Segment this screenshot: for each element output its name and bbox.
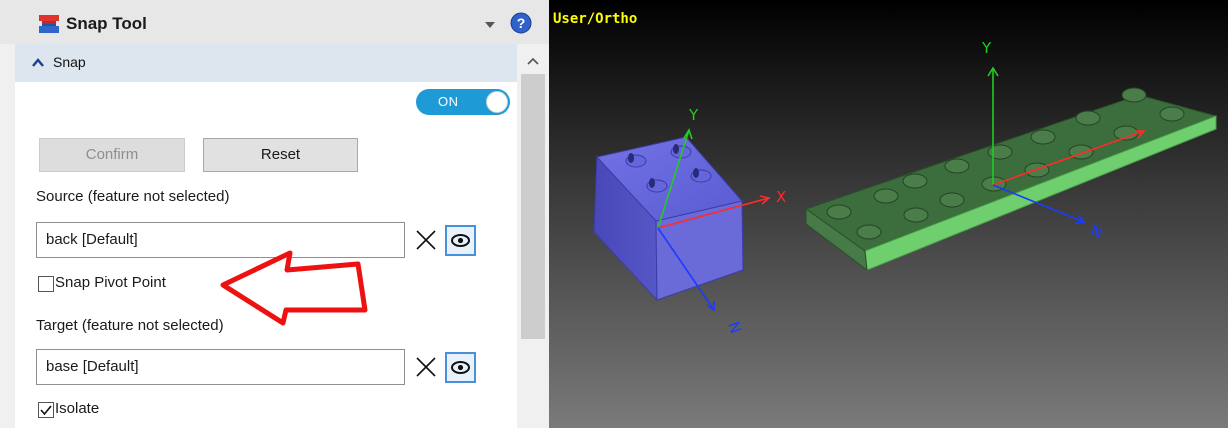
reset-button[interactable]: Reset: [203, 138, 358, 172]
target-label: Target (feature not selected): [36, 317, 224, 334]
3d-viewport[interactable]: User/Ortho: [549, 0, 1228, 428]
target-field[interactable]: base [Default]: [36, 349, 405, 385]
chevron-up-icon[interactable]: [527, 57, 539, 65]
svg-text:?: ?: [517, 15, 526, 31]
eye-icon: [451, 361, 470, 374]
axis-y-label: Y: [688, 106, 699, 124]
snap-pivot-label: Snap Pivot Point: [55, 274, 166, 291]
green-plate-axes: [987, 66, 1146, 224]
source-eye-button[interactable]: [445, 225, 476, 256]
checkmark-icon: [40, 405, 52, 416]
isolate-label: Isolate: [55, 400, 100, 417]
scene-canvas[interactable]: Y X N: [549, 0, 1228, 428]
target-eye-button[interactable]: [445, 352, 476, 383]
eye-icon: [451, 234, 470, 247]
source-label: Source (feature not selected): [36, 188, 230, 205]
scrollbar-thumb[interactable]: [521, 74, 545, 339]
axis-n-label: N: [1088, 221, 1105, 242]
snap-pivot-checkbox[interactable]: [38, 276, 54, 292]
isolate-checkbox[interactable]: [38, 402, 54, 418]
snap-section-label: Snap: [53, 54, 86, 70]
snap-toggle[interactable]: ON: [416, 89, 510, 115]
confirm-button[interactable]: Confirm: [39, 138, 185, 172]
blue-brick-axes: [657, 128, 771, 312]
close-icon[interactable]: [414, 228, 438, 252]
view-mode-label[interactable]: User/Ortho: [553, 11, 638, 27]
toggle-label: ON: [438, 94, 459, 109]
source-field[interactable]: back [Default]: [36, 222, 405, 258]
panel-title: Snap Tool: [66, 14, 147, 33]
panel-content: Snap ON Confirm Reset Source (feature no…: [15, 44, 517, 428]
snap-tool-panel: Snap Tool ? Snap ON Confirm Reset Source…: [0, 0, 549, 428]
blue-brick-model[interactable]: [593, 136, 744, 302]
close-icon[interactable]: [414, 355, 438, 379]
green-plate-model[interactable]: [804, 87, 1218, 272]
toggle-knob: [486, 91, 508, 113]
axis-n-label: N: [724, 319, 745, 336]
snap-section-header[interactable]: Snap: [15, 44, 517, 82]
axis-x-label: X: [776, 188, 786, 206]
axis-y-label: Y: [981, 39, 992, 57]
help-icon[interactable]: ?: [510, 12, 532, 34]
panel-scrollbar[interactable]: [517, 44, 549, 428]
panel-titlebar: Snap Tool ?: [0, 0, 549, 44]
chevron-down-icon[interactable]: [480, 15, 500, 35]
chevron-up-icon: [32, 58, 44, 67]
snap-tool-icon: [39, 15, 59, 33]
arrow-left-annotation: [220, 250, 368, 326]
